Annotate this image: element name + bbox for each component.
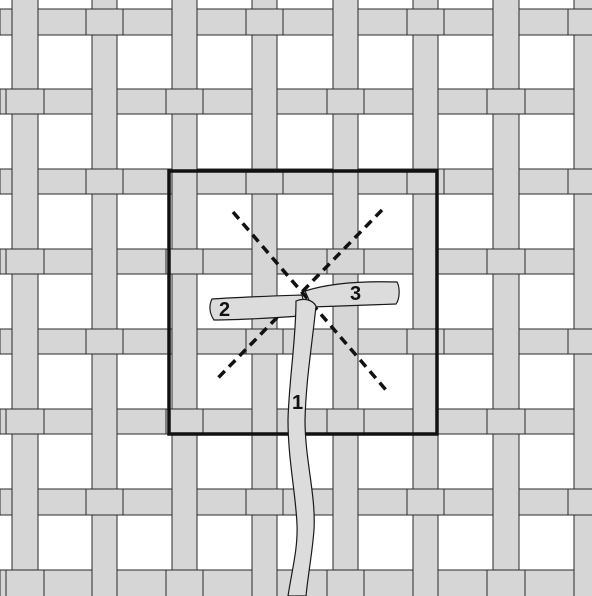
weft-over-segment <box>86 169 123 194</box>
step-label-2: 2 <box>219 299 230 321</box>
weft-over-segment <box>6 89 44 114</box>
weft-over-segment <box>487 570 525 596</box>
weft-over-segment <box>86 329 123 354</box>
weft-over-segment <box>6 409 44 434</box>
weft-over-segment <box>246 9 283 35</box>
step-label-1: 1 <box>292 392 303 414</box>
weft-over-segment <box>568 9 592 35</box>
weft-over-segment <box>86 9 123 35</box>
weft-over-segment <box>568 169 592 194</box>
weft-over-segment <box>6 570 44 596</box>
weft-over-segment <box>487 89 525 114</box>
weft-over-segment <box>327 89 364 114</box>
weft-over-segment <box>568 489 592 515</box>
weft-over-segment <box>166 409 203 434</box>
weft-over-segment <box>487 409 525 434</box>
weft-over-segment <box>246 489 283 515</box>
weft-over-segment <box>407 9 444 35</box>
weft-over-segment <box>327 249 364 274</box>
weft-over-segment <box>6 249 44 274</box>
weft-over-segment <box>407 489 444 515</box>
weft-over-segment <box>166 570 203 596</box>
weft-over-segment <box>166 249 203 274</box>
weft-over-segment <box>327 570 364 596</box>
weft-over-segment <box>487 249 525 274</box>
step-label-3: 3 <box>350 283 361 305</box>
weft-over-segment <box>166 89 203 114</box>
weft-over-segment <box>568 329 592 354</box>
weft-over-segment <box>327 409 364 434</box>
weft-over-segment <box>86 489 123 515</box>
